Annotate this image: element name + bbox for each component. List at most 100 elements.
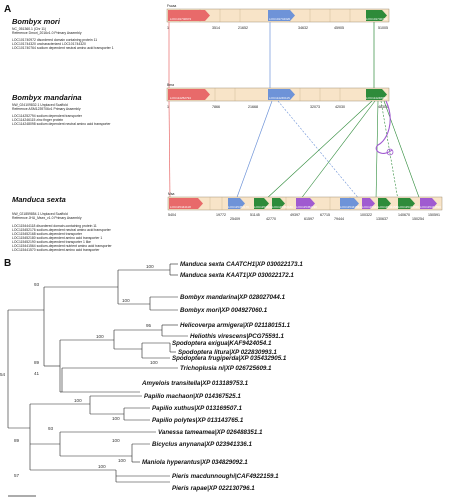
gene-label-bombyx-mori-2: LOC101740764 <box>366 17 388 21</box>
coord-bombyx-mandarina-1: 7866 <box>212 105 220 109</box>
gene-arrow-bombyx-mandarina-red <box>168 89 210 100</box>
leaf-1: Manduca sexta KAAT1|XP 030022172.1 <box>180 272 294 279</box>
coord-bombyx-mori-0: 1 <box>167 26 169 30</box>
coord-manduca-0: 5404 <box>168 213 176 217</box>
tree-branches <box>7 263 188 483</box>
species-title-bombyx-mori: Bombyx mori <box>12 17 61 26</box>
accession-manduca-sexta: NW_021859854.1 Unplaced Scaffold <box>12 212 68 216</box>
gene-arrow-manduca-green-4 <box>398 198 415 209</box>
synteny-links-2-3 <box>168 100 421 201</box>
leaf-13: Papilio polytes|XP 013143765.1 <box>152 417 244 424</box>
coord-bombyx-mori-2: 21652 <box>238 26 248 30</box>
leaf-16: Maniola hyperantus|XP 034829092.1 <box>142 459 248 466</box>
bootstrap-2: 100 <box>122 298 130 303</box>
synteny-links-1-2 <box>168 22 375 88</box>
gene-label-bombyx-mandarina-1: LOC114246115 <box>269 96 290 100</box>
bootstrap-0: 100 <box>146 264 154 269</box>
track-manduca-sexta: Manduca sexta NW_021859854.1 Unplaced Sc… <box>12 192 443 252</box>
coord-manduca-8: 79444 <box>334 217 344 221</box>
chrom-bombyx-mori: Fscaa <box>167 4 176 8</box>
track-bombyx-mori: Bombyx mori NC_051360.1 (Chr 11) Referen… <box>12 4 390 50</box>
bootstrap-10: 100 <box>112 416 120 421</box>
gene-label-manduca-7: LOC115441580 <box>378 205 399 209</box>
coord-manduca-10: 130637 <box>376 217 388 221</box>
scaffold-hatch-bombyx-mandarina <box>214 88 341 101</box>
coord-bombyx-mandarina-4: 42030 <box>335 105 345 109</box>
gene-arrow-bombyx-mandarina-green <box>366 89 387 100</box>
gene-label-bombyx-mori-0: LOC101740972 <box>170 17 192 21</box>
leaf-11: Papilio machaon|XP 014367525.1 <box>144 393 241 400</box>
coord-manduca-3: 51145 <box>250 213 260 217</box>
leaf-6: Spodoptera exigua|KAF9424054.1 <box>172 340 272 347</box>
leaf-7: Spodoptera litura|XP 022830993.1 <box>178 349 277 356</box>
note-bombyx-mori-0: LOC101740972 disordered domain containin… <box>12 38 97 42</box>
link-red-2-3 <box>168 100 171 201</box>
gene-arrow-manduca-green-2 <box>272 198 285 209</box>
coord-bombyx-mori-1: 3514 <box>212 26 220 30</box>
note-manduca-sexta-5: LOC115441564 sodium-dependent nutrient a… <box>12 244 113 248</box>
gene-label-bombyx-mandarina-0: LOC114252794 <box>170 96 191 100</box>
gene-arrow-manduca-blue-1 <box>228 198 245 209</box>
gene-label-manduca-4: LOC115452190 <box>296 205 317 209</box>
panel-a-letter: A <box>4 4 11 15</box>
coords-manduca: 5404 19772 25409 51145 42770 49397 61597… <box>168 213 440 221</box>
note-manduca-sexta-0: LOC115444118 disordered domain-containin… <box>12 224 97 228</box>
gene-label-manduca-8: LOC115441590 <box>398 205 419 209</box>
leaf-12: Papilio xuthus|XP 013169507.1 <box>152 405 242 412</box>
link-blue-2-3-b <box>277 100 361 201</box>
gene-label-manduca-6: LOC115441570 <box>362 205 383 209</box>
bootstrap-6: 100 <box>150 360 158 365</box>
gene-arrow-bombyx-mori-red <box>168 10 210 21</box>
leaf-3: Bombyx mori|XP 004927060.1 <box>180 307 268 314</box>
coord-bombyx-mori-5: 51005 <box>378 26 388 30</box>
bootstrap-12: 100 <box>112 438 120 443</box>
bootstrap-1: 93 <box>34 282 40 287</box>
bootstrap-3: 100 <box>96 334 104 339</box>
coord-bombyx-mandarina-2: 21668 <box>248 105 258 109</box>
bootstrap-4: 95 <box>146 323 152 328</box>
link-green-2-3-d <box>380 100 399 201</box>
leaf-8: Spodoptera frugiperda|XP 035432905.1 <box>172 355 287 362</box>
gene-arrow-manduca-red <box>169 198 203 209</box>
gene-arrow-manduca-purple-2 <box>362 198 375 209</box>
chrom-manduca-sexta: Msa <box>168 192 175 196</box>
note-bombyx-mandarina-0: LOC114252794 sodium dependent transporte… <box>12 114 83 118</box>
coord-manduca-9: 100322 <box>360 213 372 217</box>
track-bombyx-mandarina: Bombyx mandarina NW_024109832.1 Unplaced… <box>12 83 390 126</box>
leaf-17: Pieris macdunnoughi|CAF4922159.1 <box>172 473 279 480</box>
bootstrap-14: 89 <box>14 438 20 443</box>
coord-manduca-5: 49397 <box>290 213 300 217</box>
coord-manduca-12: 150254 <box>412 217 424 221</box>
note-bombyx-mori-1: LOC101744320 uncharacterized LOC10174432… <box>12 42 86 46</box>
note-bombyx-mori-2: LOC101740764 sodium dependent neutral am… <box>12 46 114 50</box>
coord-bombyx-mori-4: 45905 <box>334 26 344 30</box>
coord-manduca-13: 150591 <box>428 213 440 217</box>
bootstrap-15: 100 <box>98 464 106 469</box>
note-manduca-sexta-3: LOC115452180 sodium-dependent amino acid… <box>12 236 102 240</box>
coord-bombyx-mandarina-0: 1 <box>167 105 169 109</box>
accession-bombyx-mandarina: NW_024109832.1 Unplaced Scaffold <box>12 103 68 107</box>
leaf-15: Bicyclus anynana|XP 023941336.1 <box>152 441 252 448</box>
coord-manduca-7: 67715 <box>320 213 330 217</box>
gene-arrow-manduca-purple-3 <box>420 198 437 209</box>
leaf-2: Bombyx mandarina|XP 028027044.1 <box>180 294 286 301</box>
coord-bombyx-mandarina-5: 48309 <box>378 105 388 109</box>
coord-bombyx-mandarina-3: 32073 <box>310 105 320 109</box>
bootstrap-5: 89 <box>34 360 40 365</box>
gene-label-bombyx-mandarina-2: LOC114248098 <box>366 96 387 100</box>
coord-manduca-1: 19772 <box>216 213 226 217</box>
note-manduca-sexta-2: LOC115452168 sodium-dependent transporte… <box>12 232 83 236</box>
gene-arrow-manduca-purple-1 <box>296 198 315 209</box>
species-title-manduca-sexta: Manduca sexta <box>12 195 66 204</box>
bootstrap-13: 100 <box>118 458 126 463</box>
coord-manduca-2: 25409 <box>230 217 240 221</box>
coord-manduca-4: 42770 <box>266 217 276 221</box>
leaf-0: Manduca sexta CAATCH1|XP 030022173.1 <box>180 261 303 268</box>
gene-label-manduca-5: LOC115441564 <box>340 205 361 209</box>
gene-arrow-manduca-blue-2 <box>340 198 359 209</box>
link-purple-loop-end <box>386 148 394 156</box>
gene-label-manduca-9: LOC115441596 <box>420 205 441 209</box>
gene-label-manduca-3: LOC115452180 <box>272 205 293 209</box>
gene-label-manduca-2: LOC115452168 <box>254 205 275 209</box>
